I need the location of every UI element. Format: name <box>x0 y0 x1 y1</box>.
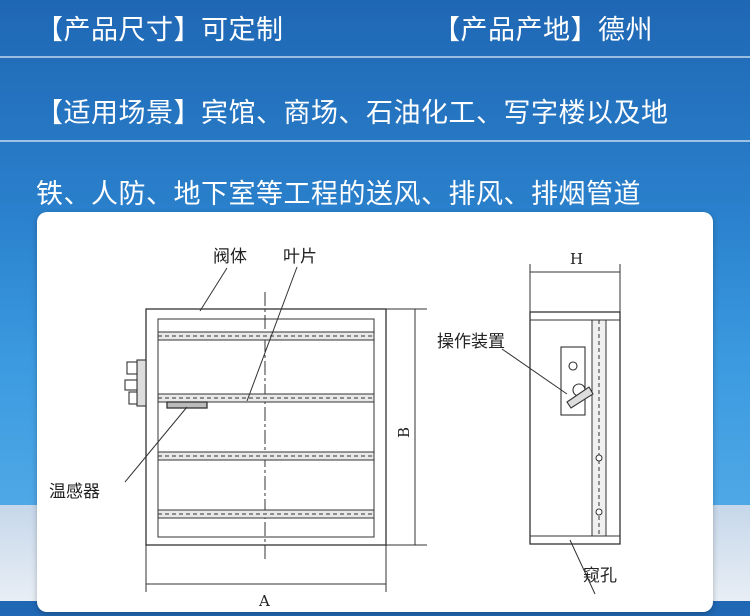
product-size-text: 【产品尺寸】可定制 <box>36 15 284 46</box>
left-mechanism <box>124 359 147 407</box>
peephole-leader <box>569 539 596 595</box>
temp-sensor-label: 温感器 <box>49 482 100 502</box>
operating-device-leader <box>501 348 568 395</box>
diagram-card: 阀体 叶片 温感器 A B H 操作装置 窥孔 <box>37 212 713 612</box>
temp-sensor-body <box>166 401 208 409</box>
product-origin-text: 【产品产地】德州 <box>433 15 653 46</box>
valve-body-label: 阀体 <box>213 247 247 267</box>
divider-line-2 <box>0 140 750 142</box>
valve-body-inner <box>157 318 375 538</box>
valve-body-frame <box>145 308 387 546</box>
blades <box>157 331 375 519</box>
dim-b-label: B <box>395 427 413 438</box>
peephole-label: 窥孔 <box>583 566 617 586</box>
blade-leader <box>246 266 298 402</box>
side-body-frame <box>529 311 621 545</box>
front-view <box>124 266 427 592</box>
dim-h-label: H <box>570 250 583 268</box>
operating-device-label: 操作装置 <box>437 332 505 352</box>
divider-line-1 <box>0 56 750 58</box>
blade-label: 叶片 <box>283 247 317 267</box>
temp-sensor-leader <box>124 406 188 483</box>
dim-a-label: A <box>258 592 270 610</box>
damper-diagram: 阀体 叶片 温感器 A B H 操作装置 窥孔 <box>49 247 621 610</box>
scenario-line-1: 【适用场景】宾馆、商场、石油化工、写字楼以及地 <box>36 98 669 129</box>
valve-body-leader <box>199 267 228 312</box>
side-view <box>501 264 621 595</box>
operating-device <box>560 346 594 416</box>
scenario-line-2: 铁、人防、地下室等工程的送风、排风、排烟管道 <box>36 179 641 210</box>
